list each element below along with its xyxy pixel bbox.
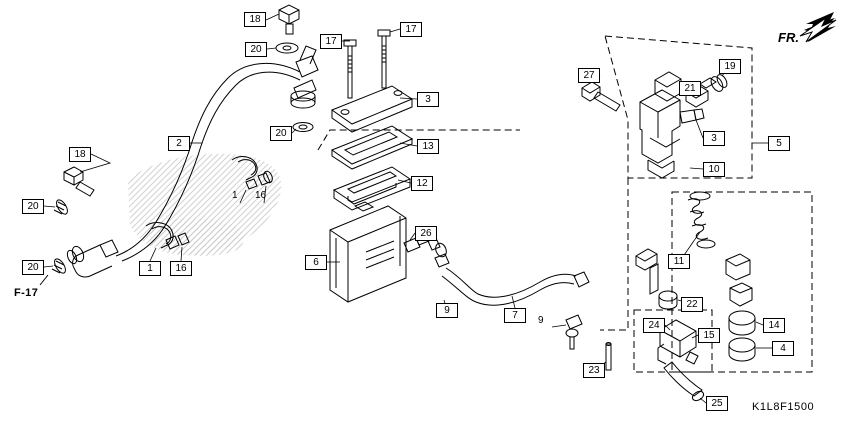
joint-9-lower	[565, 314, 583, 350]
washer-20-left-lower	[51, 258, 66, 274]
label-9-plain: 9	[538, 315, 544, 326]
label-1-plain: 1	[232, 190, 238, 201]
callout-27[interactable]: 27	[578, 68, 600, 83]
bolt-27	[581, 81, 621, 112]
callout-22-cup[interactable]: 22	[681, 297, 703, 312]
callout-20-left-up[interactable]: 20	[22, 199, 44, 214]
brake-hose	[66, 45, 319, 278]
reservoir-hose	[441, 267, 590, 306]
bolt-18-top	[278, 4, 300, 35]
clamp-1-16-low	[145, 222, 190, 250]
piston-assembly	[658, 191, 756, 362]
callout-14[interactable]: 14	[763, 318, 785, 333]
bolt-18-left	[63, 166, 95, 197]
reservoir-cap	[330, 85, 414, 133]
callout-23-pin[interactable]: 23	[583, 363, 605, 378]
callout-18-top[interactable]: 18	[244, 12, 266, 27]
callout-20-top[interactable]: 20	[245, 42, 267, 57]
callout-7-hose[interactable]: 7	[504, 308, 526, 323]
bolt-17-a	[343, 39, 357, 99]
label-16-plain: 16	[255, 190, 267, 201]
callout-19[interactable]: 19	[719, 59, 741, 74]
callout-21[interactable]: 21	[679, 81, 701, 96]
group-boxes	[317, 35, 813, 373]
callout-3-cap[interactable]: 3	[417, 92, 439, 107]
washer-19	[710, 74, 728, 92]
lever-25	[663, 361, 705, 402]
diaphragm-plate	[330, 125, 414, 170]
f17-arrow	[39, 274, 49, 286]
bolt-17-b	[377, 29, 391, 89]
callout-2-hose[interactable]: 2	[168, 136, 190, 151]
callout-11-spring[interactable]: 11	[668, 254, 690, 269]
callout-10-kit[interactable]: 10	[703, 162, 725, 177]
frame-shading	[128, 153, 282, 256]
callout-17-b[interactable]: 17	[400, 22, 422, 37]
callout-3-mc[interactable]: 3	[703, 131, 725, 146]
callout-16-bolt[interactable]: 16	[170, 261, 192, 276]
callout-26[interactable]: 26	[415, 226, 437, 241]
callout-20-left-low[interactable]: 20	[22, 260, 44, 275]
callout-1-clamp[interactable]: 1	[139, 261, 161, 276]
part-number-label: K1L8F1500	[752, 401, 815, 413]
callout-4[interactable]: 4	[772, 341, 794, 356]
pin-23	[605, 342, 612, 371]
fr-arrow-outline	[799, 17, 837, 43]
washer-20-left-upper	[53, 199, 68, 215]
callout-20-mid[interactable]: 20	[270, 126, 292, 141]
callout-5-group[interactable]: 5	[768, 136, 790, 151]
diaphragm	[332, 166, 412, 211]
bracket-24-15	[657, 319, 699, 365]
reference-f17-label: F-17	[14, 287, 39, 299]
clamp-1-16-mid	[231, 156, 273, 190]
callout-12[interactable]: 12	[411, 176, 433, 191]
fr-direction-label: FR.	[778, 30, 799, 45]
callout-13[interactable]: 13	[417, 139, 439, 154]
bolt-left-pin	[635, 248, 659, 295]
washer-20-top	[275, 42, 299, 54]
callout-18-left[interactable]: 18	[69, 147, 91, 162]
callout-17-a[interactable]: 17	[320, 34, 342, 49]
callout-25-lever[interactable]: 25	[706, 396, 728, 411]
callout-15[interactable]: 15	[698, 328, 720, 343]
reservoir-body	[329, 201, 407, 303]
callout-9-upper[interactable]: 9	[436, 303, 458, 318]
callout-6-reservoir[interactable]: 6	[305, 255, 327, 270]
callout-24[interactable]: 24	[643, 318, 665, 333]
